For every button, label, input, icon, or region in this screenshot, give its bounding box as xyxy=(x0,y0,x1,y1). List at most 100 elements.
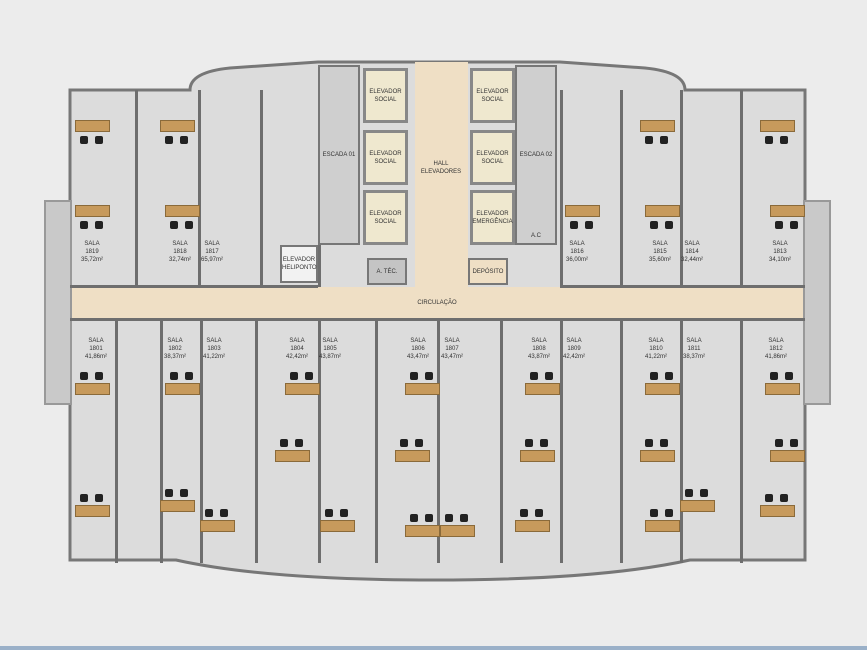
room-number: 1805 xyxy=(323,346,337,352)
desk xyxy=(770,205,805,217)
chair xyxy=(775,439,783,447)
room-1818: SALA 1818 32,74m² xyxy=(169,240,191,264)
desk xyxy=(645,205,680,217)
chair xyxy=(535,509,543,517)
desk xyxy=(285,383,320,395)
room-area: 43,47m² xyxy=(406,354,430,360)
chair xyxy=(650,509,658,517)
chair xyxy=(570,221,578,229)
room-area: 38,37m² xyxy=(682,354,706,360)
desk xyxy=(275,450,310,462)
deposit: DEPÓSITO xyxy=(468,258,508,285)
left-wing xyxy=(44,200,72,405)
wall xyxy=(680,90,683,287)
chair xyxy=(400,439,408,447)
chair xyxy=(325,509,333,517)
room-area: 41,22m² xyxy=(202,354,226,360)
wall xyxy=(500,318,503,563)
chair xyxy=(80,372,88,380)
chair xyxy=(765,136,773,144)
room-area: 38,37m² xyxy=(163,354,187,360)
room-label: SALA xyxy=(772,241,788,247)
chair xyxy=(540,439,548,447)
room-number: 1818 xyxy=(173,249,187,255)
room-area: 36,00m² xyxy=(565,257,589,263)
elevator-label: ELEVADOR SOCIAL xyxy=(369,210,402,225)
room-area: 41,86m² xyxy=(84,354,108,360)
chair xyxy=(410,514,418,522)
chair xyxy=(445,514,453,522)
desk xyxy=(645,520,680,532)
desk xyxy=(160,120,195,132)
heli-elevator-label: ELEVADOR HELIPONTO xyxy=(282,257,317,271)
chair xyxy=(645,136,653,144)
chair xyxy=(645,439,653,447)
chair xyxy=(425,514,433,522)
room-area: 41,86m² xyxy=(764,354,788,360)
chair xyxy=(650,221,658,229)
desk xyxy=(405,383,440,395)
chair xyxy=(410,372,418,380)
room-area: 32,74m² xyxy=(168,257,192,263)
wall xyxy=(560,285,805,288)
chair xyxy=(520,509,528,517)
room-area: 43,87m² xyxy=(318,354,342,360)
elevator-label: ELEVADOR SOCIAL xyxy=(369,150,402,165)
wall xyxy=(200,318,203,563)
desk xyxy=(680,500,715,512)
room-number: 1816 xyxy=(570,249,584,255)
heli-elevator: ELEVADOR HELIPONTO xyxy=(280,245,318,283)
desk xyxy=(75,205,110,217)
desk xyxy=(320,520,355,532)
chair xyxy=(95,372,103,380)
wall xyxy=(260,90,263,287)
chair xyxy=(290,372,298,380)
desk xyxy=(75,120,110,132)
room-area: 42,42m² xyxy=(285,354,309,360)
elevator-left-3: ELEVADOR SOCIAL xyxy=(363,190,408,245)
room-number: 1812 xyxy=(769,346,783,352)
desk xyxy=(640,450,675,462)
room-number: 1808 xyxy=(532,346,546,352)
wall xyxy=(375,318,378,563)
elevator-label: ELEVADOR SOCIAL xyxy=(369,88,402,103)
chair xyxy=(165,489,173,497)
desk xyxy=(395,450,430,462)
wall xyxy=(318,318,321,563)
chair xyxy=(660,439,668,447)
wall xyxy=(680,318,683,563)
hall-label: HALL ELEVADORES xyxy=(420,161,462,175)
chair xyxy=(220,509,228,517)
room-label: SALA xyxy=(686,338,702,344)
wall xyxy=(437,318,440,563)
chair xyxy=(425,372,433,380)
chair xyxy=(460,514,468,522)
desk xyxy=(760,505,795,517)
elevator-label: ELEVADOR SOCIAL xyxy=(476,88,509,103)
room-number: 1815 xyxy=(653,249,667,255)
chair xyxy=(685,489,693,497)
chair xyxy=(340,509,348,517)
wall xyxy=(255,318,258,563)
room-label: SALA xyxy=(88,338,104,344)
elevator-left-2: ELEVADOR SOCIAL xyxy=(363,130,408,185)
elevator-label: ELEVADOR EMERGÊNCIA xyxy=(472,210,513,225)
chair xyxy=(790,439,798,447)
room-label: SALA xyxy=(684,241,700,247)
room-label: SALA xyxy=(172,241,188,247)
desk xyxy=(405,525,440,537)
bottom-bar xyxy=(0,646,867,650)
chair xyxy=(700,489,708,497)
room-number: 1819 xyxy=(85,249,99,255)
chair xyxy=(525,439,533,447)
chair xyxy=(665,221,673,229)
